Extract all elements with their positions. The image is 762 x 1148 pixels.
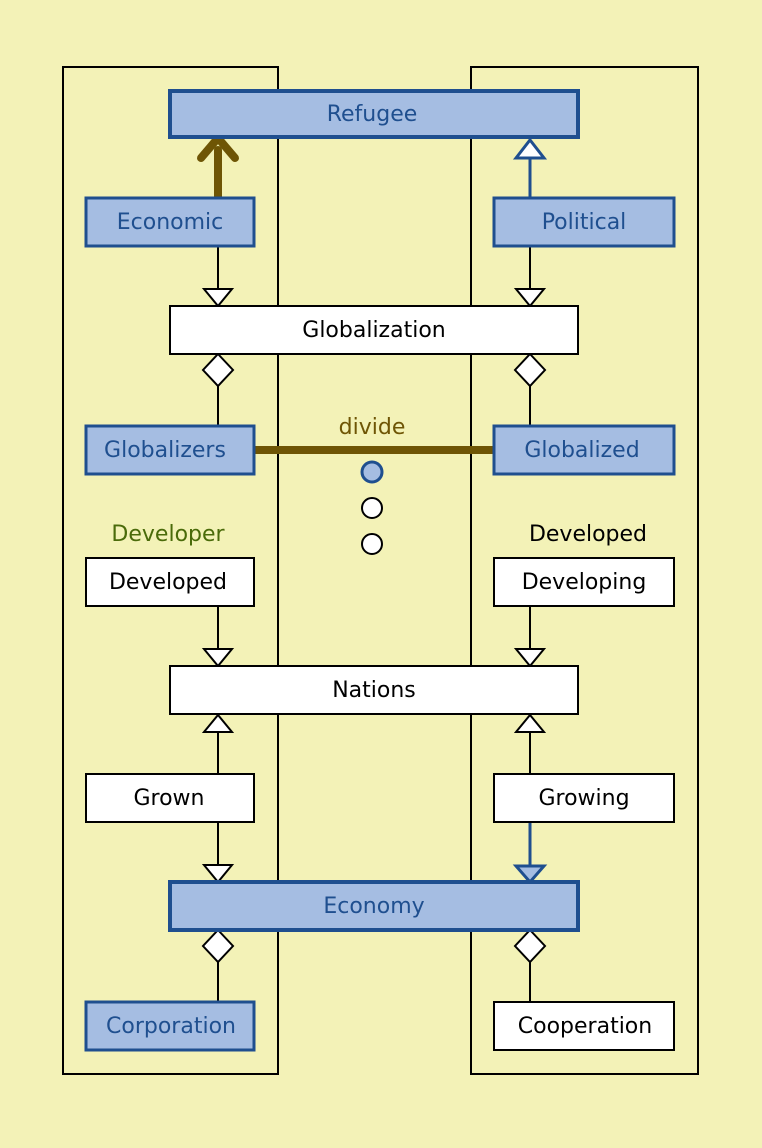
node-nations[interactable]: Nations <box>169 665 579 715</box>
node-grown-label: Grown <box>133 786 204 811</box>
developing-nations-arrow <box>513 606 547 668</box>
economy-corporation-aggregation <box>201 928 235 1002</box>
right-column-frame <box>470 66 699 1075</box>
node-cooperation-label: Cooperation <box>518 1014 652 1039</box>
developer-label: Developer <box>111 522 225 547</box>
selection-dot-2[interactable] <box>361 497 383 519</box>
economy-cooperation-aggregation <box>513 928 547 1002</box>
political-refugee-arrow <box>512 137 548 198</box>
left-column-frame <box>62 66 279 1075</box>
node-corporation[interactable]: Corporation <box>84 1000 256 1052</box>
node-developing-label: Developing <box>522 570 647 595</box>
node-refugee-label: Refugee <box>327 102 418 127</box>
node-economic[interactable]: Economic <box>84 196 256 248</box>
node-globalization-label: Globalization <box>302 318 445 343</box>
economic-globalization-arrow <box>201 246 235 308</box>
growing-nations-arrow <box>513 713 547 774</box>
node-economy-label: Economy <box>323 894 424 919</box>
node-developed-label: Developed <box>109 570 227 595</box>
node-cooperation[interactable]: Cooperation <box>493 1001 675 1051</box>
developed-right-label: Developed <box>529 522 647 547</box>
node-globalization[interactable]: Globalization <box>169 305 579 355</box>
node-political[interactable]: Political <box>492 196 676 248</box>
node-economic-label: Economic <box>117 210 224 235</box>
node-globalizers-label: Globalizers <box>104 438 226 463</box>
selection-dot-3[interactable] <box>361 533 383 555</box>
node-developed[interactable]: Developed <box>85 557 255 607</box>
node-globalized-label: Globalized <box>524 438 639 463</box>
node-grown[interactable]: Grown <box>85 773 255 823</box>
grown-nations-arrow <box>201 713 235 774</box>
political-globalization-arrow <box>513 246 547 308</box>
globalization-globalizers-aggregation <box>201 352 235 426</box>
node-growing[interactable]: Growing <box>493 773 675 823</box>
grown-economy-arrow <box>201 822 235 884</box>
divide-label: divide <box>339 415 406 440</box>
developed-nations-arrow <box>201 606 235 668</box>
node-political-label: Political <box>542 210 627 235</box>
globalization-globalized-aggregation <box>513 352 547 426</box>
node-refugee[interactable]: Refugee <box>168 89 580 139</box>
node-globalizers[interactable]: Globalizers <box>84 424 256 476</box>
growing-economy-arrow <box>512 822 548 885</box>
node-globalized[interactable]: Globalized <box>492 424 676 476</box>
economic-refugee-arrow <box>197 134 239 203</box>
node-nations-label: Nations <box>332 678 416 703</box>
selection-dot-1[interactable] <box>360 460 384 484</box>
node-developing[interactable]: Developing <box>493 557 675 607</box>
node-corporation-label: Corporation <box>106 1014 236 1039</box>
node-economy[interactable]: Economy <box>168 880 580 932</box>
node-growing-label: Growing <box>538 786 629 811</box>
